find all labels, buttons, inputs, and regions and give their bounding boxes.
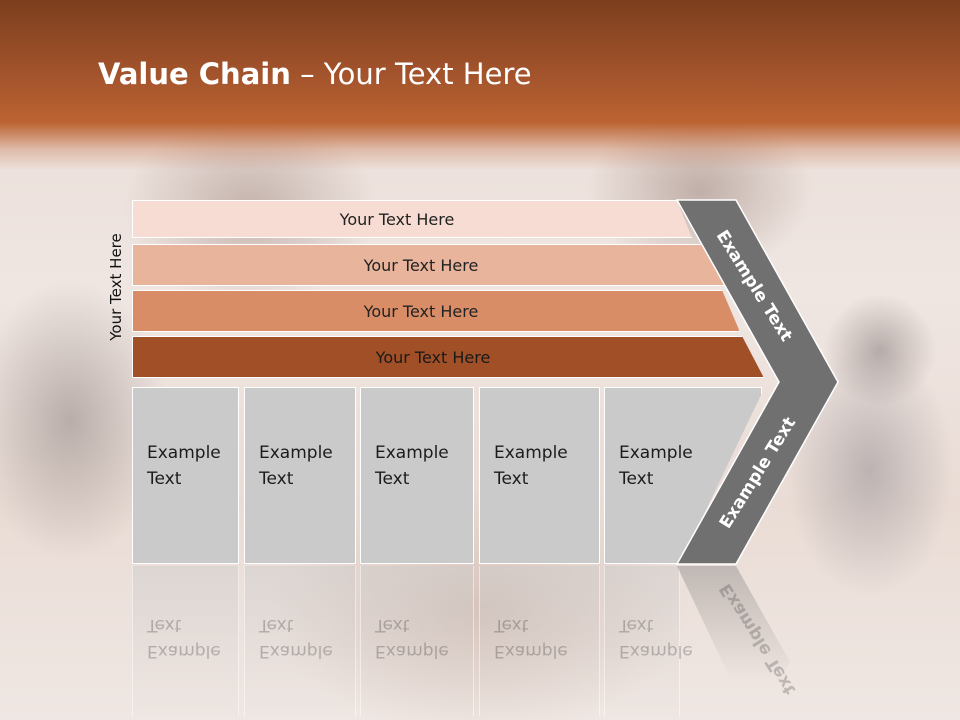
chevron-shape bbox=[675, 199, 839, 565]
title-rest: – Your Text Here bbox=[290, 57, 532, 91]
box-4-line2: Text bbox=[494, 469, 529, 489]
band-2-label: Your Text Here bbox=[363, 255, 479, 275]
box-3-line2: Text bbox=[375, 469, 410, 489]
band-4-label: Your Text Here bbox=[375, 347, 491, 367]
box-3[interactable]: Example Text bbox=[360, 387, 474, 564]
box-2[interactable]: Example Text bbox=[244, 387, 356, 564]
box-1[interactable]: Example Text bbox=[132, 387, 239, 564]
box-5-line1: Example bbox=[619, 443, 693, 463]
box-1-line2: Text bbox=[147, 469, 182, 489]
box-1-line1: Example bbox=[147, 443, 221, 463]
band-3[interactable]: Your Text Here bbox=[132, 290, 740, 332]
box-2-line2: Text bbox=[259, 469, 294, 489]
title-bold: Value Chain bbox=[98, 57, 291, 91]
box-4[interactable]: Example Text bbox=[479, 387, 600, 564]
box-4-line1: Example bbox=[494, 443, 568, 463]
slide-title: Value Chain – Your Text Here bbox=[98, 52, 532, 96]
band-1[interactable]: Your Text Here bbox=[132, 200, 692, 238]
band-2[interactable]: Your Text Here bbox=[132, 244, 740, 286]
band-4[interactable]: Your Text Here bbox=[132, 336, 764, 378]
box-5-line2: Text bbox=[619, 469, 654, 489]
band-1-label: Your Text Here bbox=[339, 209, 455, 229]
header-bar bbox=[0, 0, 960, 170]
chevron-reflection bbox=[677, 566, 790, 680]
box-2-line1: Example bbox=[259, 443, 333, 463]
box-3-line1: Example bbox=[375, 443, 449, 463]
band-3-label: Your Text Here bbox=[363, 301, 479, 321]
